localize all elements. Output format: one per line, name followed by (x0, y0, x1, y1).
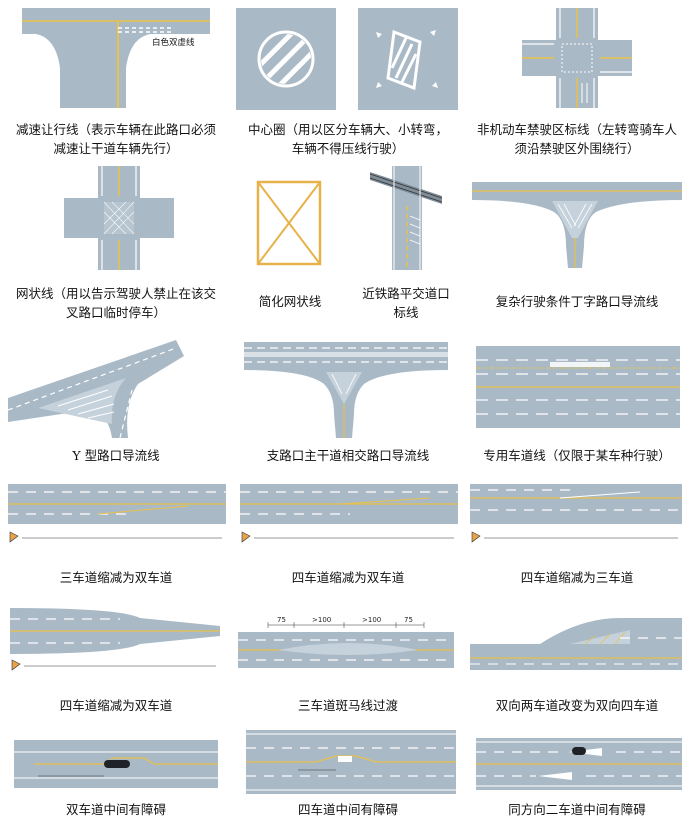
dimension-label: >100 (362, 616, 381, 624)
double-dashed-label: 白色双虚线 (152, 38, 195, 48)
same-direction-obstacle-diagram (476, 738, 682, 790)
panel-caption: Y 型路口导流线 (72, 448, 160, 463)
y-junction-diagram (8, 334, 188, 438)
panel-caption: 四车道缩减为三车道 (520, 570, 634, 585)
panel-caption: 复杂行驶条件丁字路口导流线 (495, 294, 659, 309)
three-to-two-diagram (8, 484, 226, 554)
four-lane-obstacle-diagram (246, 730, 456, 794)
four-to-three-diagram (470, 484, 682, 554)
panel-caption: 支路口主干道相交路口导流线 (266, 448, 430, 463)
simplified-grid-diagram (256, 180, 322, 266)
dimension-label: 75 (277, 616, 286, 624)
panel-caption: 三车道缩减为双车道 (59, 570, 173, 585)
panel-caption: 三车道斑马线过渡 (297, 698, 398, 713)
panel-caption: 同方向二车道中间有障碍 (508, 802, 646, 817)
zebra-transition-diagram: 75 >100 >100 75 (238, 616, 454, 670)
panel-caption: 四车道缩减为双车道 (291, 570, 405, 585)
dedicated-lane-diagram (476, 346, 680, 428)
four-to-two-b-diagram (10, 606, 220, 676)
panel-caption: 减速让行线（表示车辆在此路口必须 减速让干道车辆先行） (15, 122, 216, 156)
panel-caption: 双向两车道改变为双向四车道 (495, 698, 659, 713)
grid-lines-diagram (64, 166, 174, 270)
deceleration-yield-diagram (22, 8, 210, 108)
four-to-two-a-diagram (240, 484, 458, 554)
non-motor-restricted-diagram (522, 8, 632, 108)
center-circle-diagram (236, 8, 458, 110)
panel-caption: 近铁路平交道口 标线 (362, 286, 450, 320)
panel-caption: 四车道缩减为双车道 (59, 698, 173, 713)
dimension-label: >100 (312, 616, 331, 624)
panel-caption: 四车道中间有障碍 (297, 802, 398, 817)
panel-caption: 简化网状线 (258, 294, 322, 309)
panel-caption: 专用车道线（仅限于某车种行驶） (483, 448, 671, 463)
panel-caption: 非机动车禁驶区标线（左转弯骑车人 须沿禁驶区外围绕行） (476, 122, 677, 156)
panel-caption: 双车道中间有障碍 (65, 802, 166, 817)
panel-caption: 中心圈（用以区分车辆大、小转弯， 车辆不得压线行驶） (247, 122, 448, 156)
two-lane-obstacle-diagram (14, 736, 218, 792)
two-to-four-diagram (470, 614, 682, 672)
dimension-label: 75 (404, 616, 413, 624)
branch-main-junction-diagram (244, 334, 448, 438)
panel-caption: 网状线（用以告示驾驶人禁止在该交 叉路口临时停车） (15, 286, 216, 320)
complex-t-junction-diagram (472, 176, 682, 268)
railway-crossing-diagram (370, 166, 442, 270)
